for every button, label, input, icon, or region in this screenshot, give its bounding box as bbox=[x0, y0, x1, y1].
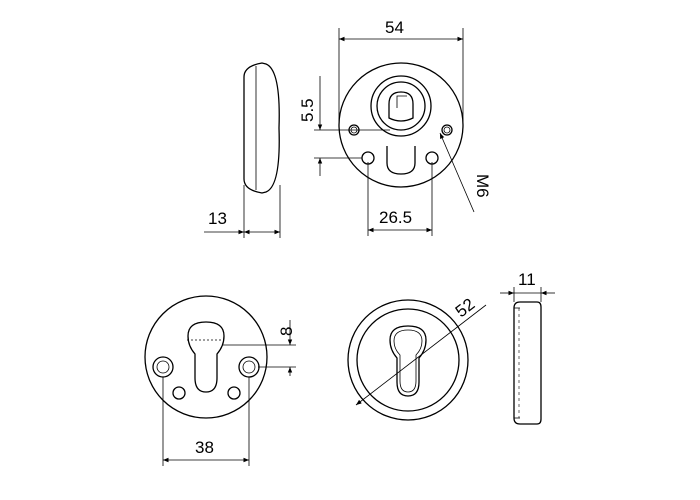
hole-spacing-dimension: 38 bbox=[162, 377, 250, 466]
side-thickness-dimension: 13 bbox=[204, 185, 281, 238]
top-width-label: 54 bbox=[385, 18, 404, 37]
screw-offset-dimension: 5.5 bbox=[298, 76, 390, 176]
thread-callout: M6 bbox=[439, 132, 492, 213]
screw-offset-label: 5.5 bbox=[298, 98, 317, 122]
front-cover-view bbox=[347, 299, 469, 421]
cylinder-offset-dimension: 8 bbox=[222, 320, 296, 376]
cap-thickness-label: 11 bbox=[518, 270, 536, 289]
screw-spacing-label: 26.5 bbox=[379, 208, 412, 227]
screw-spacing-dimension: 26.5 bbox=[367, 162, 433, 236]
cap-side-view bbox=[513, 301, 542, 425]
outer-diameter-label: 52 bbox=[452, 295, 479, 322]
side-thickness-label: 13 bbox=[208, 209, 227, 228]
thread-label: M6 bbox=[473, 174, 492, 198]
top-width-dimension: 54 bbox=[338, 18, 464, 123]
side-profile-view bbox=[243, 62, 280, 194]
cap-thickness-dimension: 11 bbox=[500, 270, 555, 302]
front-view-top bbox=[338, 62, 464, 188]
hole-spacing-label: 38 bbox=[195, 438, 214, 457]
cylinder-offset-label: 8 bbox=[277, 327, 296, 336]
